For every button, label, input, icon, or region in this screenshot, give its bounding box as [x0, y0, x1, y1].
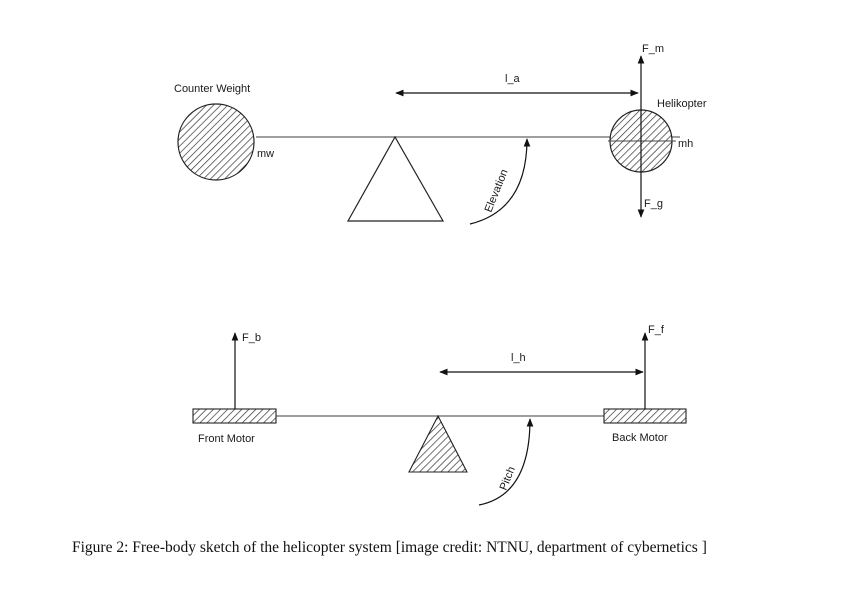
mh-label: mh — [678, 138, 693, 150]
counter-weight-label: Counter Weight — [174, 83, 250, 95]
fb-label: F_b — [242, 332, 261, 344]
figure-caption: Figure 2: Free-body sketch of the helico… — [72, 539, 707, 556]
pitch-pivot-triangle — [408, 414, 468, 473]
pitch-label: Pitch — [498, 465, 518, 492]
pitch-diagram: Front Motor Back Motor F_b F_f l_h Pitch — [192, 324, 687, 506]
elevation-diagram: Counter Weight mw l_a Helikopter mh F_m … — [174, 43, 707, 225]
front-motor-block — [192, 408, 277, 424]
helikopter-label: Helikopter — [657, 98, 707, 110]
la-label: l_a — [505, 73, 521, 85]
pitch-angle-arc — [478, 418, 534, 506]
mw-label: mw — [257, 148, 274, 160]
elevation-angle-arc — [469, 138, 531, 225]
front-motor-label: Front Motor — [198, 433, 255, 445]
back-motor-block — [603, 408, 687, 424]
elevation-pivot-triangle — [346, 135, 445, 222]
ff-label: F_f — [648, 324, 665, 336]
elevation-label: Elevation — [483, 168, 511, 214]
fm-label: F_m — [642, 43, 664, 55]
counter-weight-mass — [177, 103, 255, 181]
back-motor-label: Back Motor — [612, 432, 668, 444]
fg-label: F_g — [644, 198, 663, 210]
lh-label: l_h — [511, 352, 526, 364]
